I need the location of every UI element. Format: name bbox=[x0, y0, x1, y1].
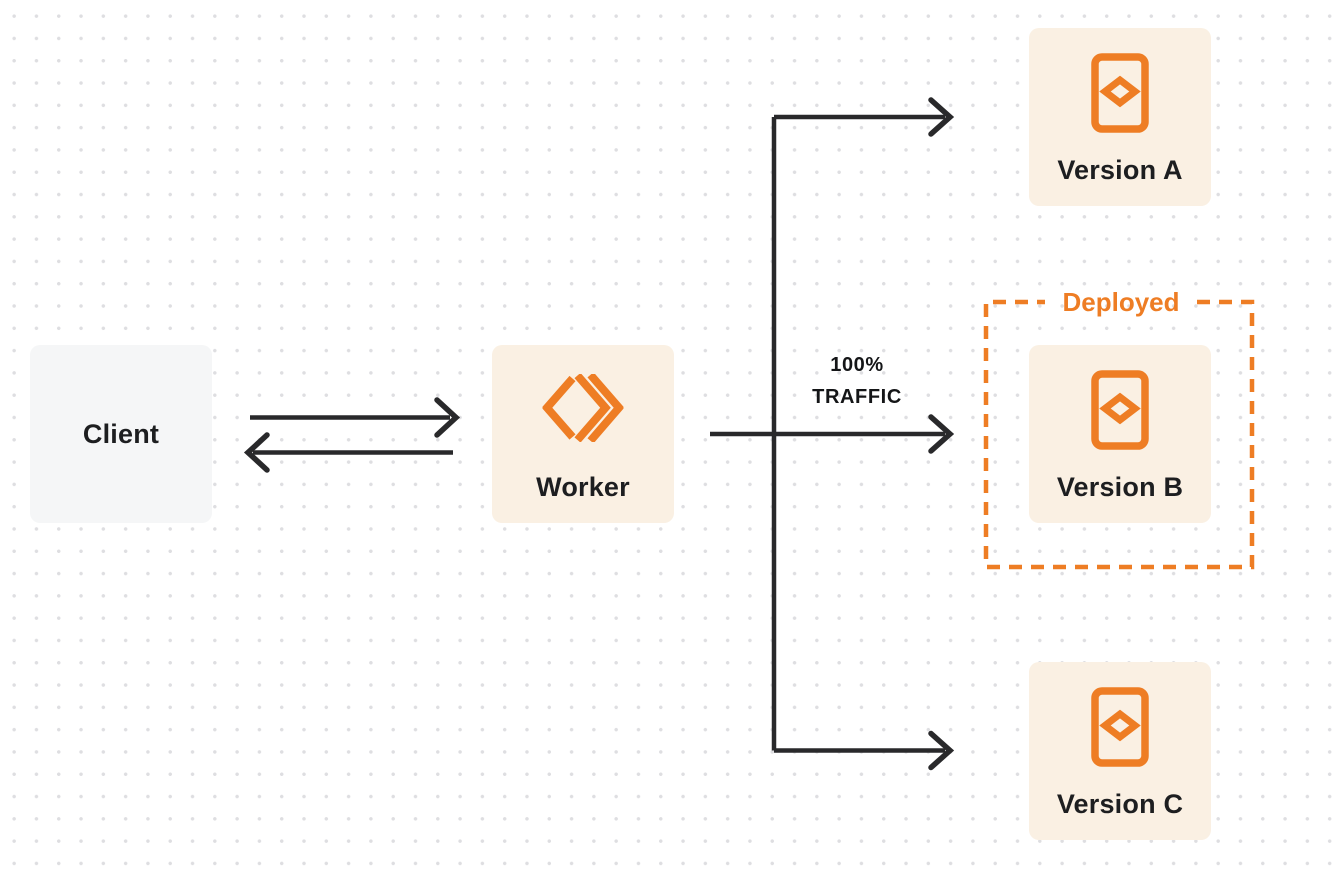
code-file-icon bbox=[1091, 53, 1149, 133]
traffic-word: TRAFFIC bbox=[812, 386, 902, 408]
workers-double-chevron-icon bbox=[542, 374, 624, 442]
arrow-to-version-b bbox=[710, 414, 955, 454]
version-a-label: Version A bbox=[1057, 155, 1183, 185]
version-c-label: Version C bbox=[1056, 789, 1184, 819]
arrow-right-icon bbox=[928, 414, 955, 454]
code-file-icon bbox=[1091, 370, 1149, 450]
arrow-right-icon bbox=[928, 97, 955, 137]
arrow-worker-to-client bbox=[243, 432, 453, 473]
version-c-node: Version C bbox=[1029, 662, 1211, 840]
arrow-right-icon bbox=[434, 397, 461, 438]
arrow-to-version-a bbox=[774, 97, 955, 137]
arrow-left-icon bbox=[243, 432, 270, 473]
worker-label: Worker bbox=[536, 472, 630, 502]
traffic-label: 100% TRAFFIC bbox=[777, 349, 937, 413]
worker-node: Worker bbox=[492, 345, 674, 523]
version-b-node: Version B bbox=[1029, 345, 1211, 523]
version-a-node: Version A bbox=[1029, 28, 1211, 206]
code-file-icon bbox=[1091, 687, 1149, 767]
arrow-to-version-c bbox=[774, 730, 955, 771]
arrow-client-to-worker bbox=[250, 397, 461, 438]
version-b-label: Version B bbox=[1056, 472, 1184, 502]
traffic-percent: 100% bbox=[830, 354, 884, 376]
arrow-right-icon bbox=[928, 730, 955, 771]
client-label: Client bbox=[82, 419, 160, 449]
deployed-label: Deployed bbox=[1062, 287, 1180, 317]
client-node: Client bbox=[30, 345, 212, 523]
